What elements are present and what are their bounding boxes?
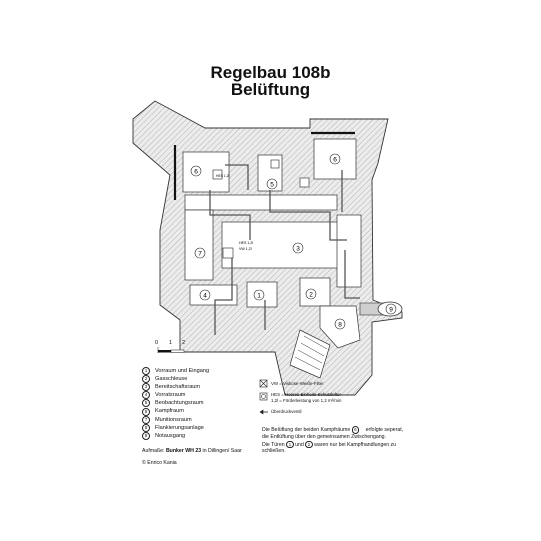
room-marker-4: 4	[199, 289, 211, 301]
room-marker-5: 5	[266, 178, 278, 190]
ventilation-note: Die Belüftung der beiden Kampfräume 6 er…	[262, 426, 404, 455]
corridor-upper	[184, 194, 338, 211]
room-marker-1: 1	[253, 289, 265, 301]
corridor-right	[336, 214, 362, 288]
room-marker-3: 3	[292, 242, 304, 254]
room-7	[184, 209, 214, 281]
svg-text:1: 1	[257, 292, 261, 299]
scale-tick-0: 0	[155, 340, 159, 346]
key-vw: VW = Viskose-Weiße-Filter	[271, 381, 324, 386]
svg-text:3: 3	[296, 245, 300, 252]
svg-text:2: 2	[309, 291, 313, 298]
ventilation-ducts	[209, 164, 360, 335]
room-marker-2: 2	[305, 288, 317, 300]
room-3	[221, 221, 353, 269]
svg-text:7: 7	[198, 250, 202, 257]
source-line: Aufmaße: Bunker WH 23 in Dillingen/ Saar	[142, 448, 242, 454]
embrasures	[173, 131, 355, 200]
plan-label-hes-left: HES 1,2l	[216, 174, 230, 178]
key-symbols	[259, 379, 268, 415]
room-marker-8: 8	[334, 318, 346, 330]
room-marker-9: 9	[385, 303, 397, 315]
plan-label-vw-center: VW 1,2l	[239, 247, 252, 251]
room-4	[189, 284, 238, 306]
title-line-1: Regelbau 108b	[210, 63, 331, 82]
key-hes-1: HES = Heeres-Einheits-Schutzlüfter	[271, 392, 341, 397]
svg-text:6: 6	[333, 156, 337, 163]
stairs	[289, 329, 331, 379]
plan-label-hes-center: HES 1,2l	[239, 241, 253, 245]
svg-text:8: 8	[338, 321, 342, 328]
svg-text:4: 4	[203, 292, 207, 299]
copyright: © Enrico Kania	[142, 460, 177, 466]
room-marker-6-right: 6	[329, 153, 341, 165]
room-marker-7: 7	[194, 247, 206, 259]
svg-text:9: 9	[389, 306, 393, 313]
scale-bar	[157, 347, 185, 353]
scale-tick-1: 1	[169, 340, 173, 346]
svg-text:5: 5	[270, 181, 274, 188]
staircase-steps	[294, 335, 328, 371]
room-marker-6-left: 6	[190, 165, 202, 177]
title-line-2: Belüftung	[230, 80, 311, 99]
svg-text:6: 6	[194, 168, 198, 175]
key-hes-2: 1,2l = Förderleistung von 1,2 m³/min	[271, 397, 342, 403]
key-valve: Überdruckventil	[271, 409, 302, 414]
scale-tick-2: 2	[182, 340, 186, 346]
equipment-symbols	[212, 159, 310, 259]
